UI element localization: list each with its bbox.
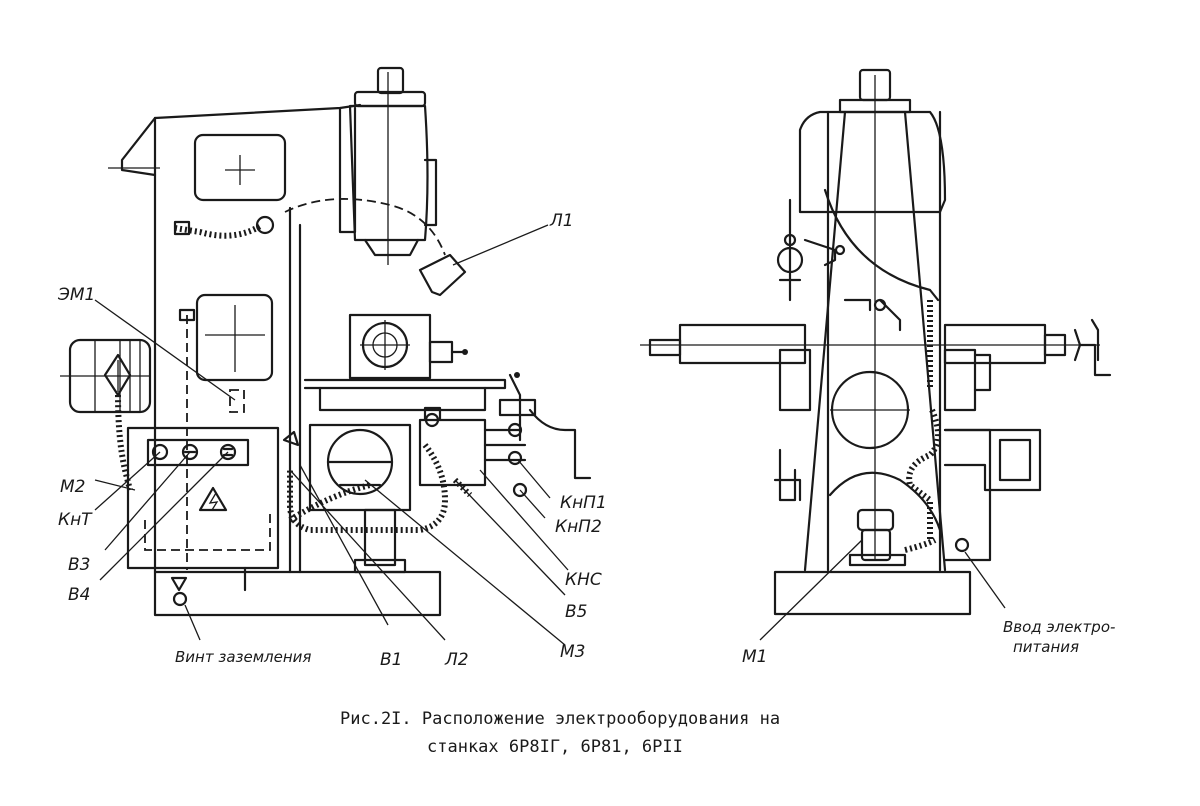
figure-caption-line2: станках 6Р8IГ, 6Р81, 6РII	[427, 737, 683, 757]
label-power-input-line2: питания	[1013, 638, 1079, 656]
label-m1: М1	[742, 647, 767, 667]
label-kns: КНС	[565, 570, 602, 590]
label-m2: М2	[60, 477, 85, 497]
label-knp2: КнП2	[555, 517, 602, 537]
label-em1: ЭМ1	[57, 285, 95, 305]
label-knt: КнТ	[58, 510, 93, 530]
label-m3: М3	[560, 642, 585, 662]
front-view-machine	[60, 66, 592, 617]
high-voltage-warning-icon	[198, 486, 228, 512]
label-v5: В5	[565, 602, 587, 622]
label-knp1: КнП1	[560, 493, 607, 513]
label-v3: В3	[68, 555, 90, 575]
label-l1: Л1	[549, 211, 574, 231]
label-power-input-line1: Ввод электро-	[1003, 618, 1115, 636]
label-ground-screw: Винт заземления	[175, 648, 311, 666]
label-v1: В1	[380, 650, 402, 670]
label-v4: В4	[68, 585, 90, 605]
leader-lines-front	[94, 224, 569, 646]
leader-lines-side	[759, 539, 1006, 641]
figure-caption-line1: Рис.2I. Расположение электрооборудования…	[340, 709, 780, 729]
ground-symbol-icon	[170, 576, 188, 607]
side-view-machine	[640, 68, 1112, 616]
label-l2: Л2	[444, 650, 469, 670]
